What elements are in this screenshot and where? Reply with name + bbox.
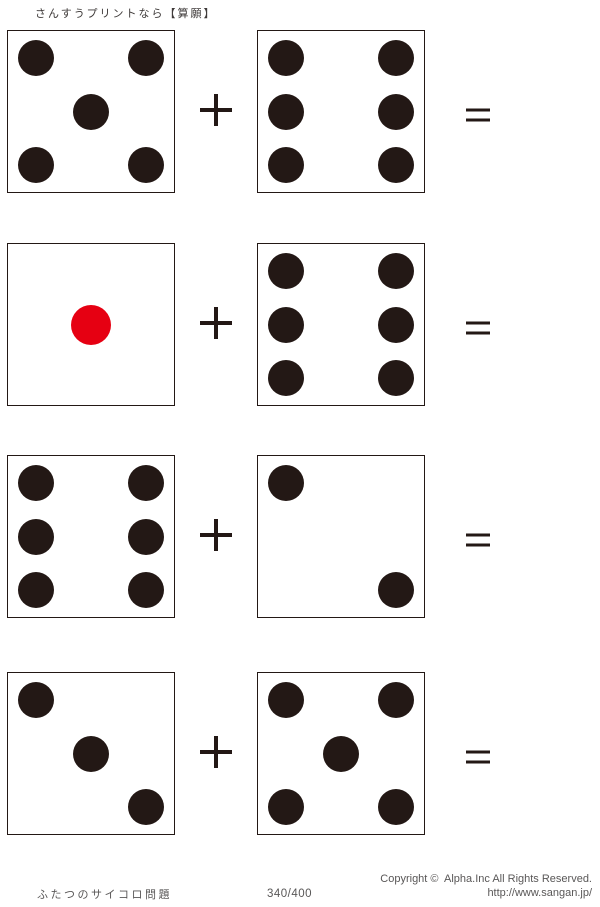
- equals-icon: [466, 321, 490, 335]
- plus-bar-vertical: [214, 94, 218, 126]
- die-row2-left-1pips: [7, 243, 175, 406]
- die-pip: [268, 40, 305, 77]
- die-pip: [18, 518, 55, 555]
- die-pip: [18, 571, 55, 608]
- equals-bar-top: [466, 750, 490, 754]
- die-pip: [268, 682, 305, 719]
- die-pip: [323, 735, 359, 772]
- die-pip: [377, 40, 414, 77]
- die-pip: [18, 465, 55, 502]
- die-pip: [377, 146, 414, 183]
- die-row4-left-3pips: [7, 672, 175, 835]
- equals-icon: [466, 533, 490, 547]
- plus-icon: [200, 94, 232, 126]
- die-pip: [377, 788, 414, 825]
- die-pip: [377, 306, 414, 343]
- die-pip: [127, 146, 164, 183]
- die-pip: [18, 146, 55, 183]
- die-row3-right-2pips: [257, 455, 425, 618]
- die-pip: [268, 146, 305, 183]
- equals-icon: [466, 108, 490, 122]
- die-pip: [18, 40, 55, 77]
- die-pip: [377, 93, 414, 130]
- die-pip: [377, 253, 414, 290]
- equals-bar-bottom: [466, 760, 490, 764]
- die-pip: [127, 571, 164, 608]
- die-row3-left-6pips: [7, 455, 175, 618]
- equals-bar-bottom: [466, 543, 490, 547]
- die-row2-right-6pips: [257, 243, 425, 406]
- plus-icon: [200, 519, 232, 551]
- die-pip: [18, 682, 55, 719]
- worksheet-title: ふたつのサイコロ問題: [37, 889, 172, 901]
- die-pip: [377, 682, 414, 719]
- die-pip: [268, 306, 305, 343]
- die-pip: [127, 40, 164, 77]
- die-pip: [127, 518, 164, 555]
- die-pip: [377, 359, 414, 396]
- equals-bar-top: [466, 321, 490, 325]
- page-indicator: 340/400: [267, 888, 313, 900]
- plus-bar-vertical: [214, 307, 218, 339]
- site-url: http://www.sangan.jp/: [487, 887, 592, 899]
- plus-bar-vertical: [214, 736, 218, 768]
- die-pip: [268, 93, 305, 130]
- die-pip: [268, 465, 305, 502]
- die-pip: [127, 465, 164, 502]
- die-row1-right-6pips: [257, 30, 425, 193]
- die-pip: [73, 93, 109, 130]
- die-pip-red: [71, 304, 111, 345]
- equals-bar-top: [466, 533, 490, 537]
- copyright-text: Copyright © Alpha.Inc All Rights Reserve…: [380, 873, 592, 885]
- die-pip: [268, 253, 305, 290]
- plus-icon: [200, 307, 232, 339]
- die-pip: [73, 735, 109, 772]
- equals-icon: [466, 750, 490, 764]
- die-row4-right-5pips: [257, 672, 425, 835]
- site-header-text: さんすうプリントなら【算願】: [35, 8, 217, 20]
- die-pip: [127, 788, 164, 825]
- die-pip: [268, 788, 305, 825]
- equals-bar-bottom: [466, 118, 490, 122]
- equals-bar-bottom: [466, 331, 490, 335]
- die-pip: [377, 571, 414, 608]
- equals-bar-top: [466, 108, 490, 112]
- plus-bar-vertical: [214, 519, 218, 551]
- plus-icon: [200, 736, 232, 768]
- die-row1-left-5pips: [7, 30, 175, 193]
- die-pip: [268, 359, 305, 396]
